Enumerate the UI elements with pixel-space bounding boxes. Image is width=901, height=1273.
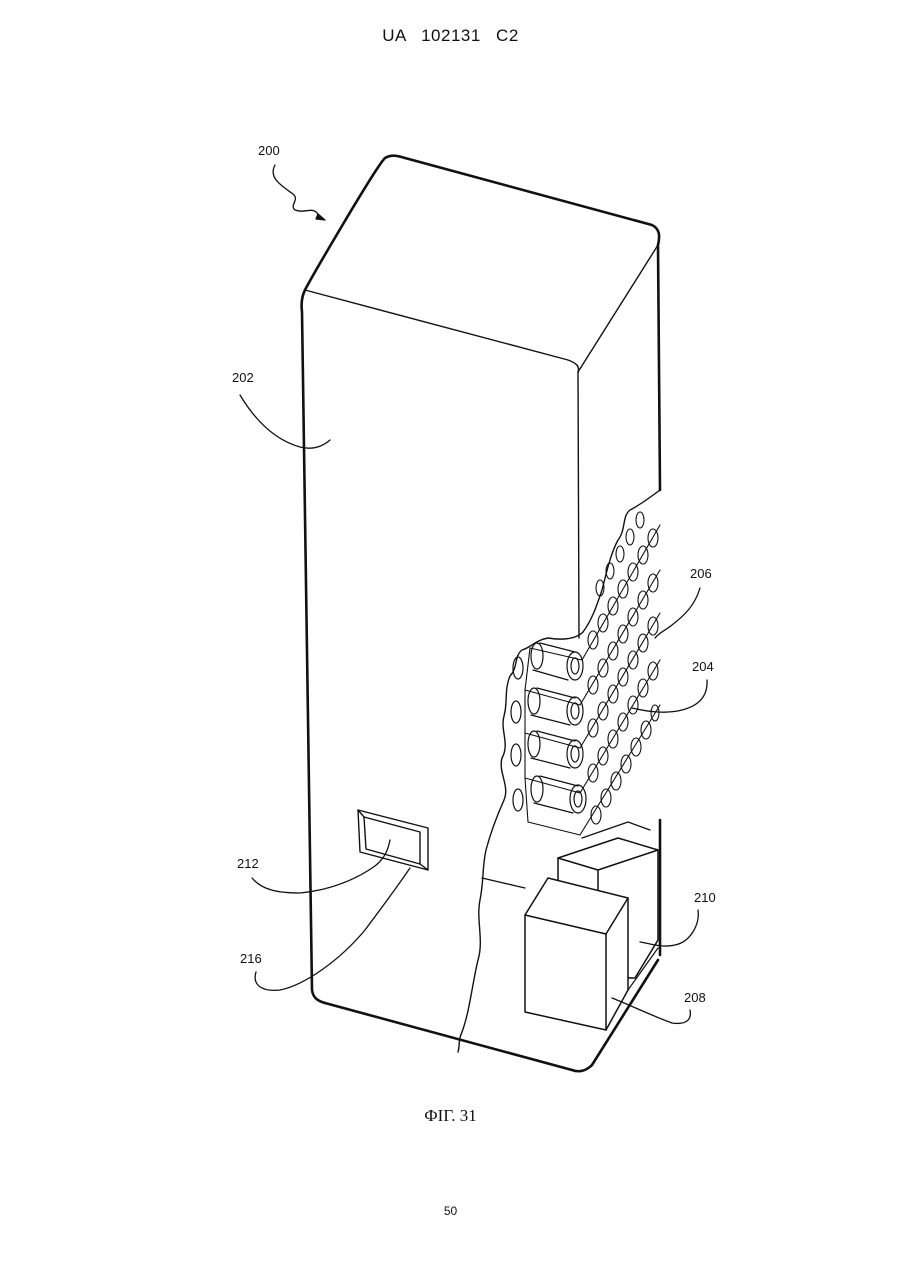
front-can-1 xyxy=(531,643,583,680)
ref-label-212: 212 xyxy=(237,856,259,871)
leader-206 xyxy=(655,588,700,638)
can-row-front xyxy=(511,643,586,813)
can-ends-grid xyxy=(588,512,659,824)
ref-label-210: 210 xyxy=(694,890,716,905)
ref-label-200: 200 xyxy=(258,143,280,158)
ref-label-208: 208 xyxy=(684,990,706,1005)
leader-200 xyxy=(273,165,318,214)
arrow-200 xyxy=(316,214,325,220)
leader-202 xyxy=(240,395,330,448)
left-can-ends xyxy=(511,657,523,811)
ref-label-204: 204 xyxy=(692,659,714,674)
front-corner-edge xyxy=(578,372,579,638)
ref-label-202: 202 xyxy=(232,370,254,385)
ref-label-216: 216 xyxy=(240,951,262,966)
figure-caption: ФІГ. 31 xyxy=(0,1106,901,1126)
leader-208 xyxy=(612,998,690,1023)
top-face-edges xyxy=(305,245,658,372)
component-box-208 xyxy=(525,878,628,1030)
can-racks xyxy=(525,525,660,835)
display-window xyxy=(358,810,428,870)
leader-212 xyxy=(252,840,390,893)
ref-label-206: 206 xyxy=(690,566,712,581)
leader-204 xyxy=(632,680,707,712)
page-number: 50 xyxy=(0,1204,901,1218)
